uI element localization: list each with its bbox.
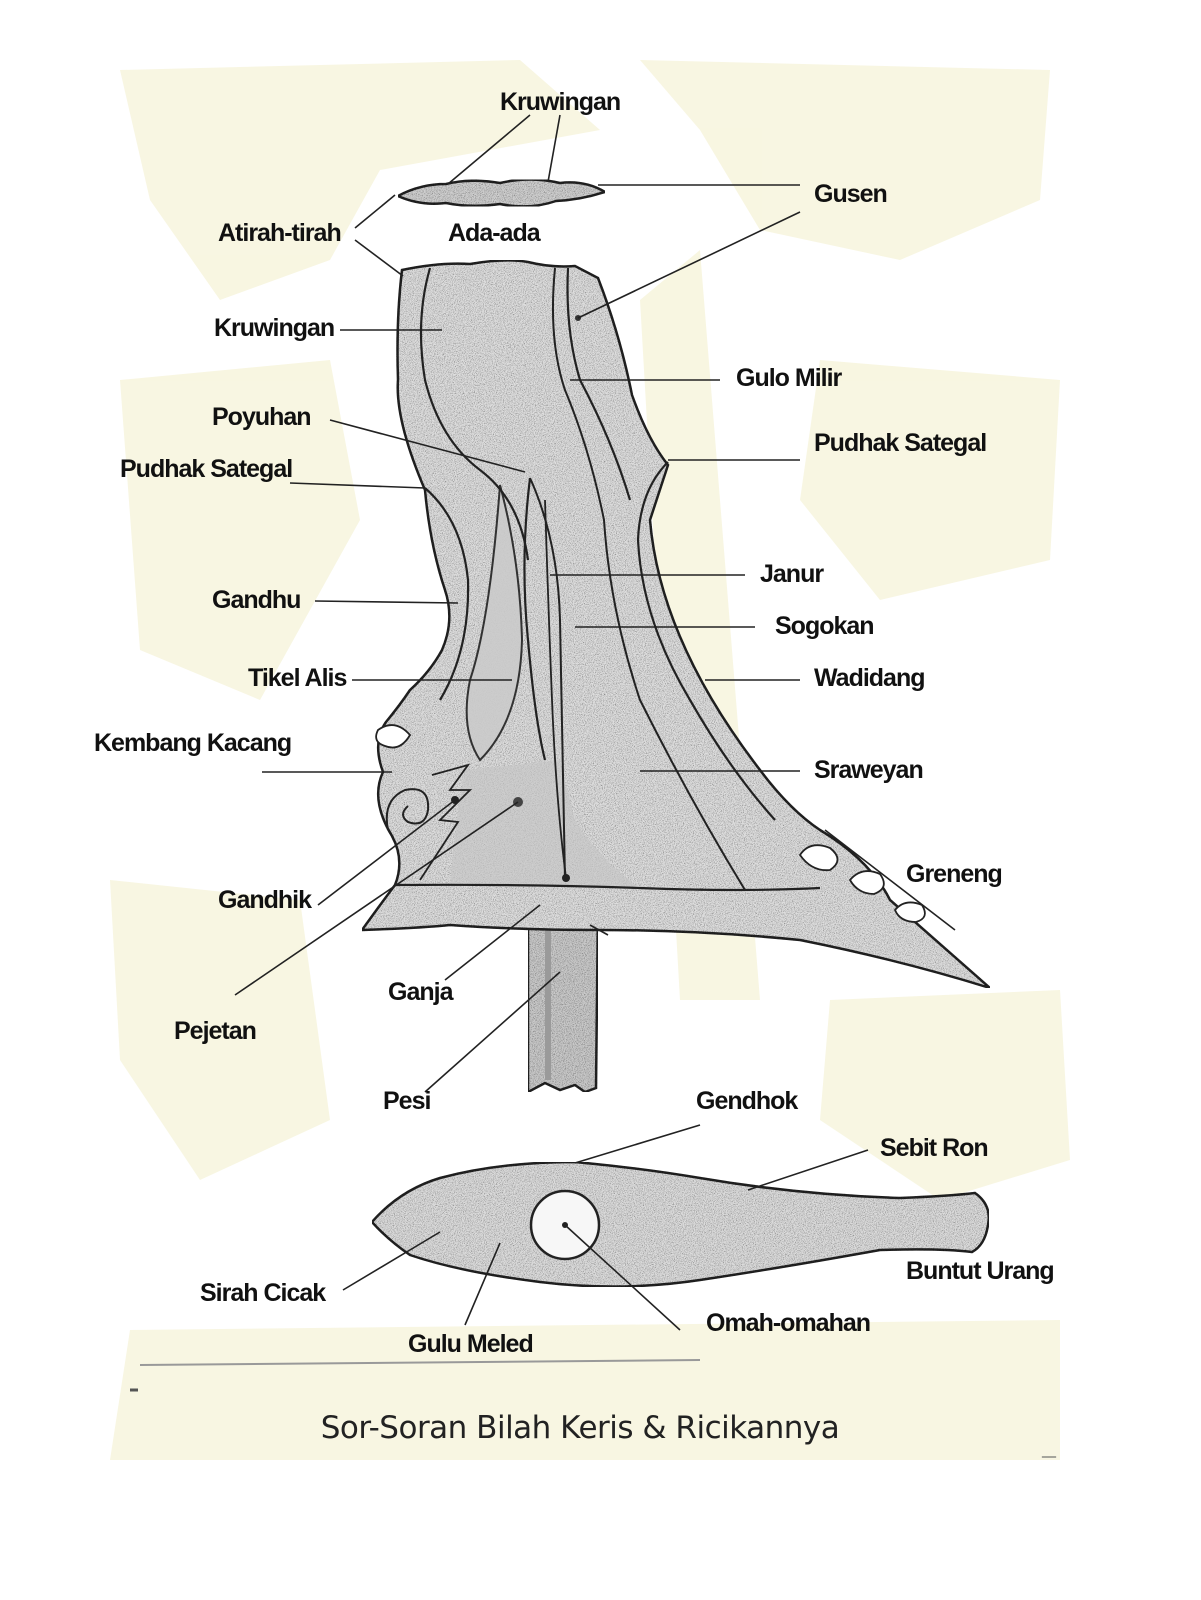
- label-gusen: Gusen: [814, 180, 888, 208]
- kembang-kacang-leaf: [375, 724, 412, 749]
- label-kembang-kacang: Kembang Kacang: [94, 729, 292, 757]
- tikel-alis-shape: [465, 484, 524, 762]
- pudhak-sategal-right-shape: [636, 461, 776, 821]
- leader-lines: [234, 114, 956, 1331]
- label-sogokan: Sogokan: [775, 612, 875, 640]
- janur-shape: [523, 477, 547, 761]
- label-atirah-tirah: Atirah-tirah: [218, 219, 342, 247]
- label-pesi: Pesi: [383, 1087, 431, 1115]
- label-buntut-urang: Buntut Urang: [906, 1257, 1055, 1285]
- greneng-ornament-1: [798, 844, 839, 872]
- ganja-line: [394, 883, 821, 892]
- label-ganja: Ganja: [388, 978, 453, 1006]
- ada-ada-section: [395, 178, 609, 208]
- label-pudhak-sategal-left: Pudhak Sategal: [120, 455, 293, 483]
- page-mark: __: [1042, 1442, 1056, 1458]
- label-kruwingan-left: Kruwingan: [214, 314, 335, 342]
- label-poyuhan: Poyuhan: [212, 403, 312, 431]
- figure-caption: Sor-Soran Bilah Keris & Ricikannya: [320, 1410, 840, 1446]
- label-kruwingan-top: Kruwingan: [500, 88, 621, 116]
- kembang-kacang-shape: [385, 788, 430, 831]
- ganja-section: [370, 1160, 990, 1288]
- scan-border-line: [139, 1359, 701, 1366]
- label-omah-omahan: Omah-omahan: [706, 1309, 871, 1337]
- label-pejetan: Pejetan: [174, 1017, 257, 1045]
- label-janur: Janur: [760, 560, 824, 588]
- label-sirah-cicak: Sirah Cicak: [200, 1279, 326, 1307]
- janur-line: [544, 499, 567, 879]
- label-gulo-milir: Gulo Milir: [736, 364, 842, 392]
- label-wadidang: Wadidang: [814, 664, 926, 692]
- label-gulu-meled: Gulu Meled: [408, 1330, 534, 1358]
- background-wash: [110, 60, 1070, 1460]
- greneng-ornament-3: [893, 901, 926, 923]
- label-greneng: Greneng: [906, 860, 1003, 888]
- label-pudhak-sategal-right: Pudhak Sategal: [814, 429, 987, 457]
- sogokan-shape: [529, 477, 566, 881]
- label-sebit-ron: Sebit Ron: [880, 1134, 989, 1162]
- pesi-tang: [526, 903, 600, 1095]
- label-sraweyan: Sraweyan: [814, 756, 924, 784]
- label-gandhik: Gandhik: [218, 886, 312, 914]
- label-ada-ada: Ada-ada: [448, 219, 541, 247]
- kruwingan-ridge-left: [419, 267, 530, 561]
- pudhak-sategal-left-shape: [424, 487, 470, 701]
- gandhik-teeth: [419, 763, 473, 881]
- label-tikel-alis: Tikel Alis: [248, 664, 347, 692]
- label-gendhok: Gendhok: [696, 1087, 798, 1115]
- janur-end-dot: [562, 874, 570, 882]
- greneng-ornament-2: [848, 870, 885, 895]
- gulo-milir-ridge: [552, 267, 746, 891]
- gandhik-region: [450, 760, 640, 888]
- label-gandhu: Gandhu: [212, 586, 301, 614]
